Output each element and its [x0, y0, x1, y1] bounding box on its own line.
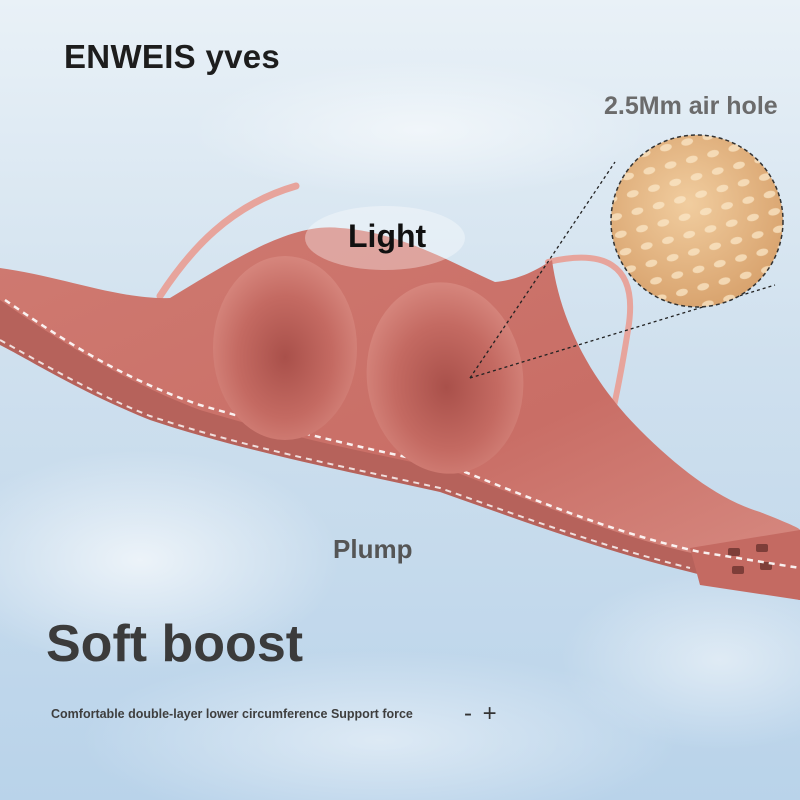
mesh-magnifier-circle	[610, 134, 784, 308]
brand-name: ENWEIS yves	[64, 38, 281, 75]
air-hole-callout: 2.5Mm air hole	[604, 92, 778, 120]
right-cup	[366, 282, 524, 474]
minus-plus-symbols: - +	[464, 700, 499, 727]
caption: Comfortable double-layer lower circumfer…	[51, 707, 413, 721]
left-cup	[213, 256, 357, 440]
plump-callout: Plump	[333, 534, 413, 564]
headline: Soft boost	[46, 615, 304, 673]
light-callout: Light	[348, 218, 427, 254]
